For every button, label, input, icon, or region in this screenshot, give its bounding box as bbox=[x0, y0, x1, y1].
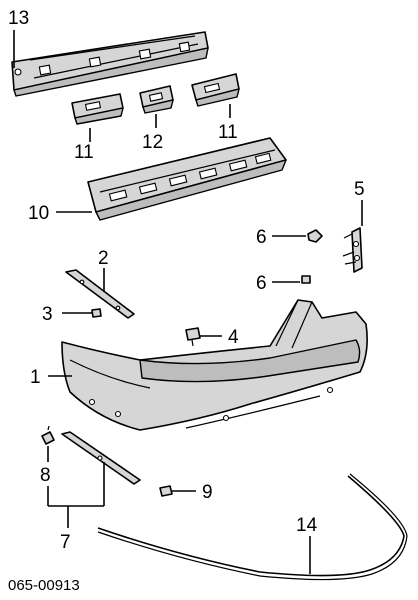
part-11-pad-right bbox=[191, 73, 240, 107]
part-8-clip bbox=[41, 425, 55, 445]
callout-11-right: 11 bbox=[218, 122, 238, 143]
callout-labels: 13 11 12 11 10 5 6 6 2 3 4 1 8 9 7 14 06… bbox=[8, 8, 365, 594]
part-lower-retainer bbox=[61, 431, 141, 485]
callout-8: 8 bbox=[40, 465, 51, 486]
part-12-pad-center bbox=[139, 85, 174, 114]
part-13-reinforcement bbox=[11, 31, 209, 97]
part-4-fastener bbox=[185, 327, 201, 347]
callout-12: 12 bbox=[142, 132, 163, 153]
part-9-clip bbox=[159, 485, 173, 497]
part-11-pad-left bbox=[71, 93, 124, 125]
callout-3: 3 bbox=[42, 304, 53, 325]
diagram-code: 065-00913 bbox=[8, 577, 80, 594]
part-10-energy-absorber bbox=[87, 137, 287, 221]
part-6-clip-lower bbox=[301, 275, 311, 284]
callout-7: 7 bbox=[60, 532, 71, 553]
callout-13: 13 bbox=[8, 8, 29, 29]
callout-6-lower: 6 bbox=[256, 273, 267, 294]
part-1-bumper-cover bbox=[61, 299, 368, 431]
part-5-side-bracket bbox=[342, 227, 363, 273]
callout-2: 2 bbox=[98, 248, 109, 269]
callout-6-upper: 6 bbox=[256, 227, 267, 248]
callout-9: 9 bbox=[202, 482, 213, 503]
callout-5: 5 bbox=[354, 179, 365, 200]
part-3-clip bbox=[91, 308, 102, 318]
part-6-clip-upper bbox=[307, 229, 323, 243]
callout-4: 4 bbox=[228, 327, 239, 348]
callout-11-left: 11 bbox=[74, 142, 94, 163]
callout-1: 1 bbox=[30, 367, 41, 388]
callout-14: 14 bbox=[296, 515, 318, 536]
part-14-molding bbox=[97, 473, 408, 581]
callout-10: 10 bbox=[28, 203, 49, 224]
part-2-retainer bbox=[65, 269, 135, 319]
leader-lines bbox=[13, 30, 363, 574]
